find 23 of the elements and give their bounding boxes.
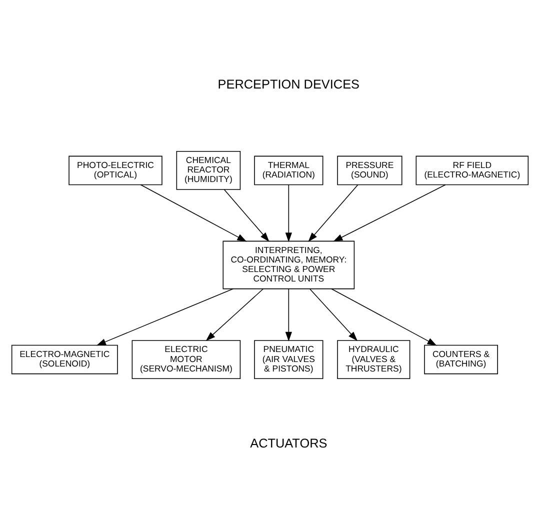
node-box: PHOTO-ELECTRIC (OPTICAL): [68, 155, 162, 185]
arrow: [333, 184, 446, 242]
arrow: [96, 288, 234, 346]
node-box: RF FIELD (ELECTRO-MAGNETIC): [416, 155, 529, 185]
node-box: ELECTRO-MAGNETIC (SOLENOID): [11, 344, 118, 374]
arrow: [310, 288, 358, 341]
arrow: [206, 288, 264, 340]
arrow: [285, 288, 292, 341]
node-box: THERMAL (RADIATION): [254, 155, 324, 185]
label: PERCEPTION DEVICES: [218, 76, 360, 91]
node-box: CHEMICAL REACTOR (HUMIDITY): [176, 150, 241, 190]
node-box: PRESSURE (SOUND): [337, 155, 402, 185]
arrow: [285, 184, 292, 242]
node-box: PNEUMATIC (AIR VALVES & PISTONS): [254, 340, 324, 378]
node-box: INTERPRETING, CO-ORDINATING, MEMORY: SELECTING & POWER CONTROL UNITS: [222, 240, 355, 289]
node-box: HYDRAULIC (VALVES & THRUSTERS): [337, 340, 410, 378]
node-box: COUNTERS & (BATCHING): [424, 344, 498, 374]
arrow: [308, 184, 358, 242]
node-box: ELECTRIC MOTOR (SERVO-MECHANISM): [132, 340, 241, 378]
label: ACTUATORS: [250, 436, 328, 450]
arrow: [331, 288, 437, 346]
arrow: [140, 184, 247, 242]
arrow: [224, 188, 270, 242]
